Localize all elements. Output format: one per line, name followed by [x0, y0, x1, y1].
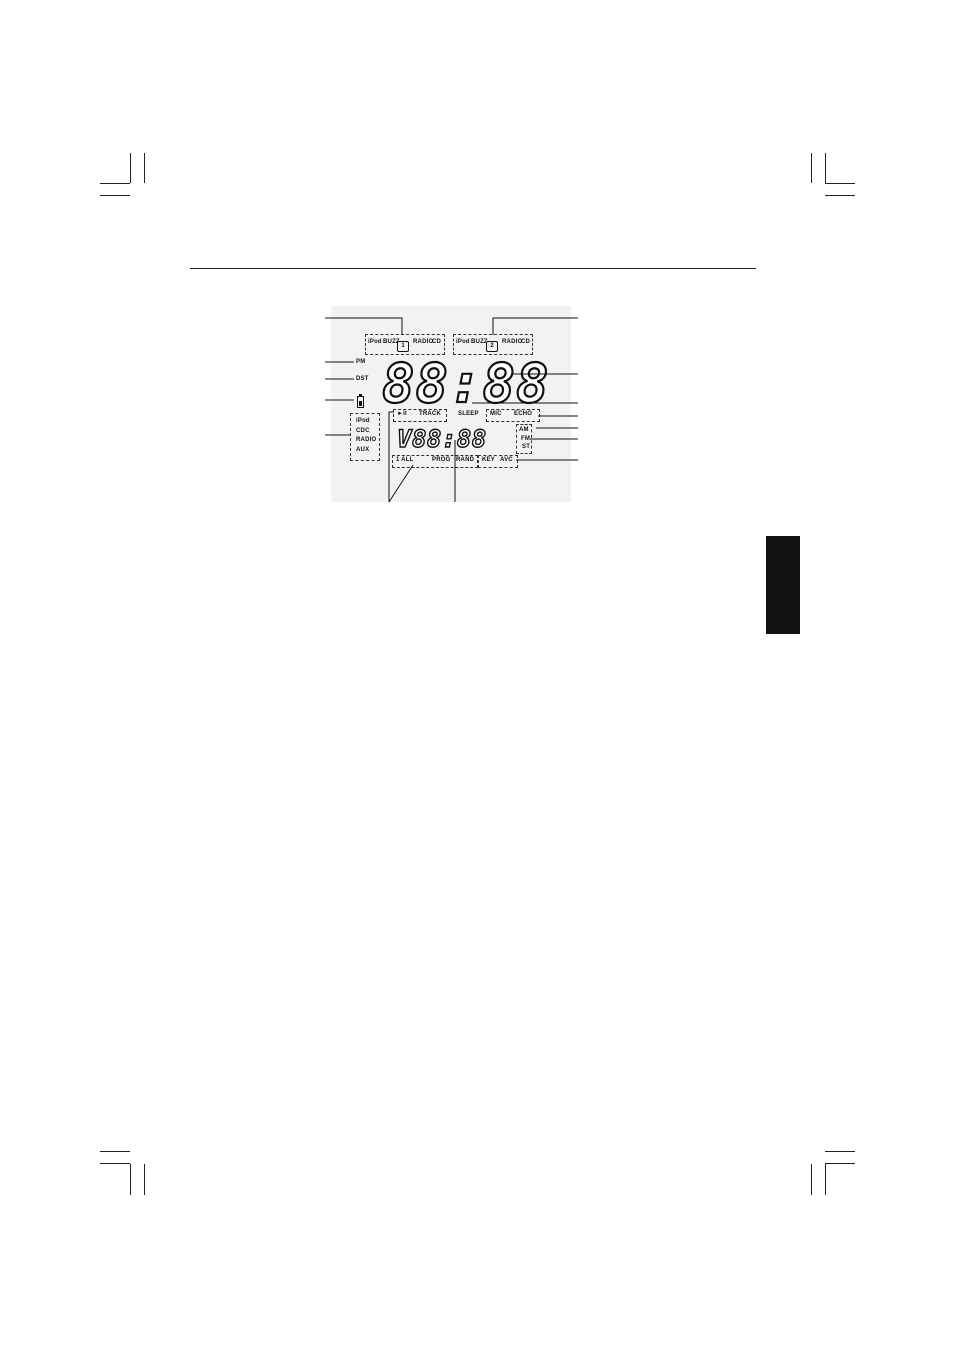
sub-digits: V88:88 — [396, 424, 487, 453]
track-indicator: TRACK — [419, 411, 441, 417]
sleep-indicator: SLEEP — [458, 411, 479, 417]
crop-mark — [100, 1151, 130, 1152]
crop-mark — [825, 1163, 855, 1164]
alarm2-radio: RADIO — [502, 339, 523, 345]
leader-alarm1 — [325, 317, 403, 335]
crop-mark — [825, 183, 855, 184]
track-box — [393, 409, 447, 422]
alarm2-cd: CD — [521, 339, 531, 345]
crop-mark — [130, 153, 131, 183]
crop-mark — [144, 1164, 145, 1195]
alarm2-ipod: iPod — [456, 339, 470, 345]
alarm1-cd: CD — [432, 339, 442, 345]
band-st: ST — [522, 444, 531, 450]
crop-mark — [811, 153, 812, 183]
alarm1-ipod: iPod — [368, 339, 382, 345]
source-aux: AUX — [356, 447, 370, 453]
echo-indicator: ECHO — [514, 411, 533, 417]
leader-repeat — [388, 464, 414, 503]
crop-mark — [811, 1164, 812, 1195]
clock-digits: 88:88 — [381, 351, 550, 416]
avc-indicator: AVC — [500, 457, 513, 463]
crop-mark — [825, 153, 826, 183]
source-box — [350, 413, 380, 461]
crop-mark — [825, 1164, 826, 1195]
crop-mark — [825, 195, 855, 196]
alarm1-icon: 1 — [397, 341, 409, 352]
source-ipod: iPod — [356, 418, 370, 424]
alarm2-buzz: BUZZ — [471, 339, 488, 345]
prog-indicator: PROG — [432, 457, 451, 463]
header-rule — [190, 268, 756, 269]
band-am: AM — [519, 427, 529, 433]
lcd-display — [331, 306, 571, 502]
crop-mark — [100, 183, 130, 184]
alarm1-radio: RADIO — [413, 339, 434, 345]
mic-indicator: MIC — [490, 411, 502, 417]
crop-mark — [144, 153, 145, 183]
source-cdc: CDC — [356, 428, 370, 434]
pm-indicator: PM — [356, 359, 366, 365]
key-indicator: KEY — [482, 457, 495, 463]
band-fm: FM — [521, 436, 531, 442]
play-mode-box — [392, 455, 478, 468]
leader-track — [388, 411, 394, 502]
alarm2-icon: 2 — [486, 341, 498, 352]
repeat-all-indicator: 1 ALL — [396, 457, 414, 463]
source-radio: RADIO — [356, 437, 377, 443]
crop-mark — [100, 195, 130, 196]
rand-indicator: RAND — [456, 457, 475, 463]
key-avc-box — [478, 455, 518, 468]
battery-icon — [357, 394, 364, 408]
section-tab — [766, 536, 800, 634]
play-pause-indicator: ►II — [397, 411, 407, 417]
crop-mark — [825, 1151, 855, 1152]
alarm1-buzz: BUZZ — [383, 339, 400, 345]
leader-alarm2 — [492, 317, 578, 335]
dst-indicator: DST — [356, 376, 369, 382]
crop-mark — [100, 1163, 130, 1164]
alarm1-box — [365, 334, 445, 355]
crop-mark — [130, 1164, 131, 1195]
